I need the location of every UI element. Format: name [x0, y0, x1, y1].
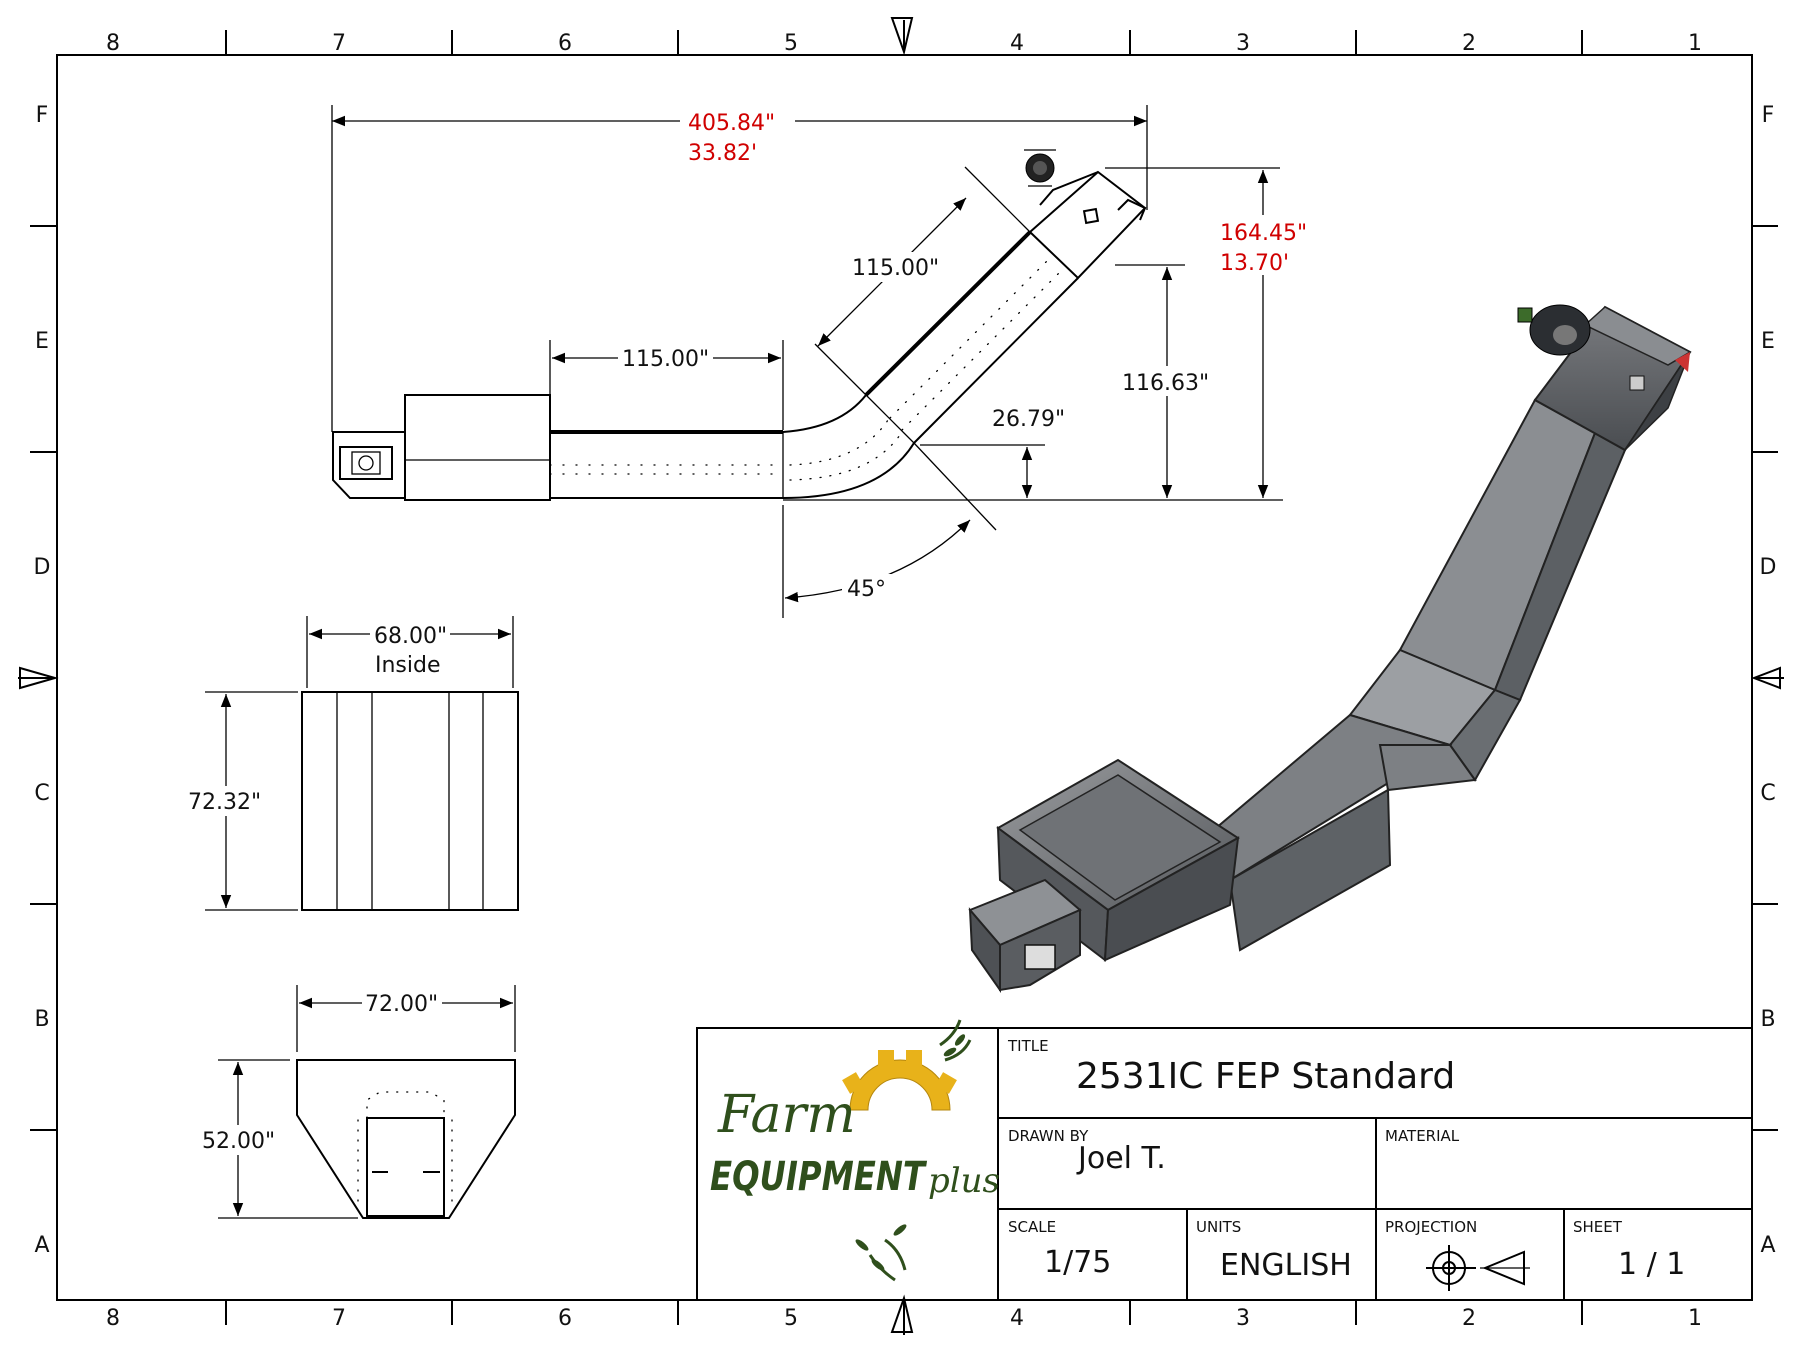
col-label: 4 — [1010, 1306, 1024, 1331]
col-label: 2 — [1462, 1306, 1476, 1331]
hopper-inside-width: 68.00" — [374, 624, 447, 649]
col-label: 5 — [784, 1306, 798, 1331]
row-label: E — [35, 329, 49, 354]
row-label: A — [34, 1233, 49, 1258]
col-label: 4 — [1010, 31, 1024, 56]
overall-length-ft: 33.82' — [688, 141, 757, 166]
col-label: 5 — [784, 31, 798, 56]
end-view: 72.00" 52.00" — [200, 985, 516, 1219]
flat-section-length: 115.00" — [622, 347, 709, 372]
farm-equipment-plus-logo: Farm EQUIPMENT plus — [710, 1019, 1000, 1282]
row-label: F — [36, 103, 49, 128]
col-label: 1 — [1688, 1306, 1702, 1331]
drawn-by-value: Joel T. — [1076, 1141, 1166, 1176]
logo-word-plus: plus — [928, 1161, 1000, 1201]
scale-value: 1/75 — [1044, 1245, 1111, 1280]
title-label: TITLE — [1007, 1037, 1049, 1055]
projection-label: PROJECTION — [1385, 1218, 1477, 1236]
drawn-by-label: DRAWN BY — [1008, 1127, 1089, 1145]
col-label: 7 — [332, 31, 346, 56]
col-label: 7 — [332, 1306, 346, 1331]
isometric-render — [968, 304, 1692, 994]
material-label: MATERIAL — [1385, 1127, 1460, 1145]
scale-label: SCALE — [1008, 1218, 1056, 1236]
sheet-label: SHEET — [1573, 1218, 1623, 1236]
zone-labels: 8 7 6 5 4 3 2 1 8 7 6 5 4 3 2 1 F E D C … — [34, 31, 1777, 1331]
title-value: 2531IC FEP Standard — [1076, 1056, 1455, 1097]
bottom-center-mark — [890, 1294, 914, 1335]
col-label: 6 — [558, 1306, 572, 1331]
row-label: F — [1762, 103, 1775, 128]
hopper-inside-label: Inside — [375, 653, 441, 678]
row-label: E — [1761, 329, 1775, 354]
col-label: 3 — [1236, 31, 1250, 56]
overall-length-in: 405.84" — [688, 111, 775, 136]
col-label: 2 — [1462, 31, 1476, 56]
title-block: Farm EQUIPMENT plus TITLE 2531IC FEP Sta… — [696, 1019, 1753, 1301]
third-angle-projection-icon — [1426, 1245, 1530, 1291]
row-label: C — [34, 781, 49, 806]
discharge-height: 116.63" — [1122, 371, 1209, 396]
overall-height-in: 164.45" — [1220, 221, 1307, 246]
end-width: 72.00" — [365, 992, 438, 1017]
row-label: B — [34, 1007, 49, 1032]
bend-rise: 26.79" — [992, 407, 1065, 432]
side-view-dimensions: 405.84" 33.82' 164.45" 13.70' 116.63" 26… — [331, 105, 1308, 618]
hopper-top-view: 68.00" Inside 72.32" — [185, 616, 519, 911]
logo-word-equipment: EQUIPMENT — [710, 1154, 927, 1200]
col-label: 6 — [558, 31, 572, 56]
units-label: UNITS — [1196, 1218, 1241, 1236]
side-view — [332, 149, 1147, 501]
bend-angle: 45° — [847, 577, 886, 602]
overall-height-ft: 13.70' — [1220, 251, 1289, 276]
row-label: B — [1760, 1007, 1775, 1032]
col-label: 1 — [1688, 31, 1702, 56]
logo-word-farm: Farm — [717, 1085, 856, 1145]
right-center-mark — [1751, 666, 1784, 690]
units-value: ENGLISH — [1220, 1248, 1352, 1283]
row-label: C — [1760, 781, 1775, 806]
row-label: D — [1760, 555, 1777, 580]
col-label: 8 — [106, 1306, 120, 1331]
hopper-length: 72.32" — [188, 790, 261, 815]
end-height: 52.00" — [202, 1129, 275, 1154]
col-label: 8 — [106, 31, 120, 56]
top-center-mark — [890, 17, 914, 56]
row-label: D — [34, 555, 51, 580]
sheet-value: 1 / 1 — [1618, 1247, 1685, 1282]
col-label: 3 — [1236, 1306, 1250, 1331]
row-label: A — [1760, 1233, 1775, 1258]
left-center-mark — [18, 666, 59, 690]
incline-section-length: 115.00" — [852, 256, 939, 281]
